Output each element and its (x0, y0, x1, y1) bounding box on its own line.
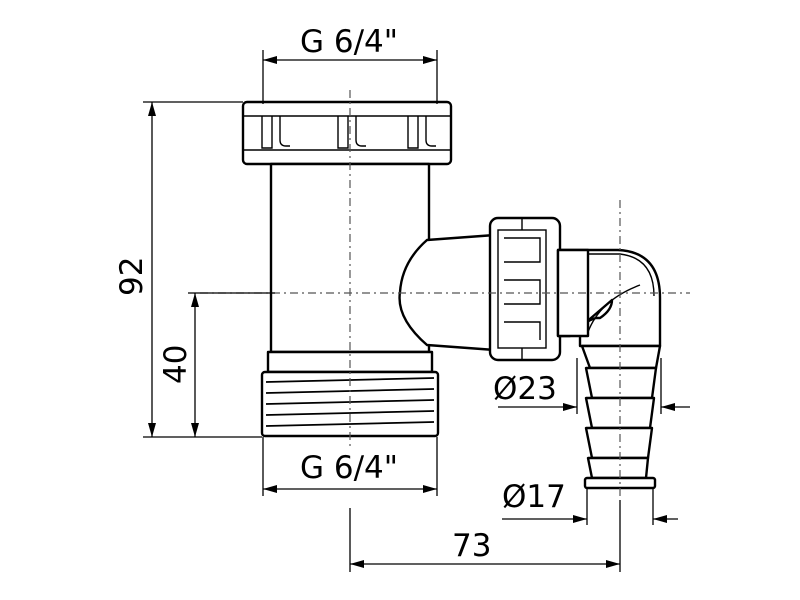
arrowhead (661, 403, 675, 411)
outlet-height-label: 40 (158, 345, 194, 384)
dim-hose-diameter: Ø17 (502, 479, 678, 525)
bottom-thread-label: G 6/4" (300, 450, 398, 486)
arrowhead (573, 515, 587, 523)
arrowhead (423, 56, 437, 64)
dim-outlet-height: 40 (158, 292, 275, 437)
arrowhead (191, 423, 199, 437)
dim-bottom-thread: G 6/4" (262, 437, 438, 496)
arrowhead (606, 560, 620, 568)
outlet-diameter-label: Ø23 (493, 371, 557, 407)
arrowhead (148, 102, 156, 116)
main-body (241, 100, 497, 438)
dim-top-thread: G 6/4" (262, 24, 438, 104)
arrowhead (263, 485, 277, 493)
top-union-nut (241, 100, 453, 166)
center-lines (200, 90, 690, 500)
arrowhead (148, 423, 156, 437)
arrowhead (191, 293, 199, 307)
side-union-nut (488, 216, 562, 362)
dim-outlet-offset: 73 (349, 500, 621, 572)
hose-diameter-label: Ø17 (502, 479, 566, 515)
hose-barb (580, 344, 662, 490)
arrowhead (423, 485, 437, 493)
outlet-elbow (556, 248, 662, 348)
dim-outlet-diameter: Ø23 (493, 358, 690, 414)
arrowhead (653, 515, 667, 523)
arrowhead (563, 403, 577, 411)
outlet-offset-label: 73 (452, 528, 491, 564)
overall-height-label: 92 (114, 257, 150, 296)
arrowhead (350, 560, 364, 568)
dim-overall-height: 92 (114, 101, 262, 438)
arrowhead (263, 56, 277, 64)
top-thread-label: G 6/4" (300, 24, 398, 60)
